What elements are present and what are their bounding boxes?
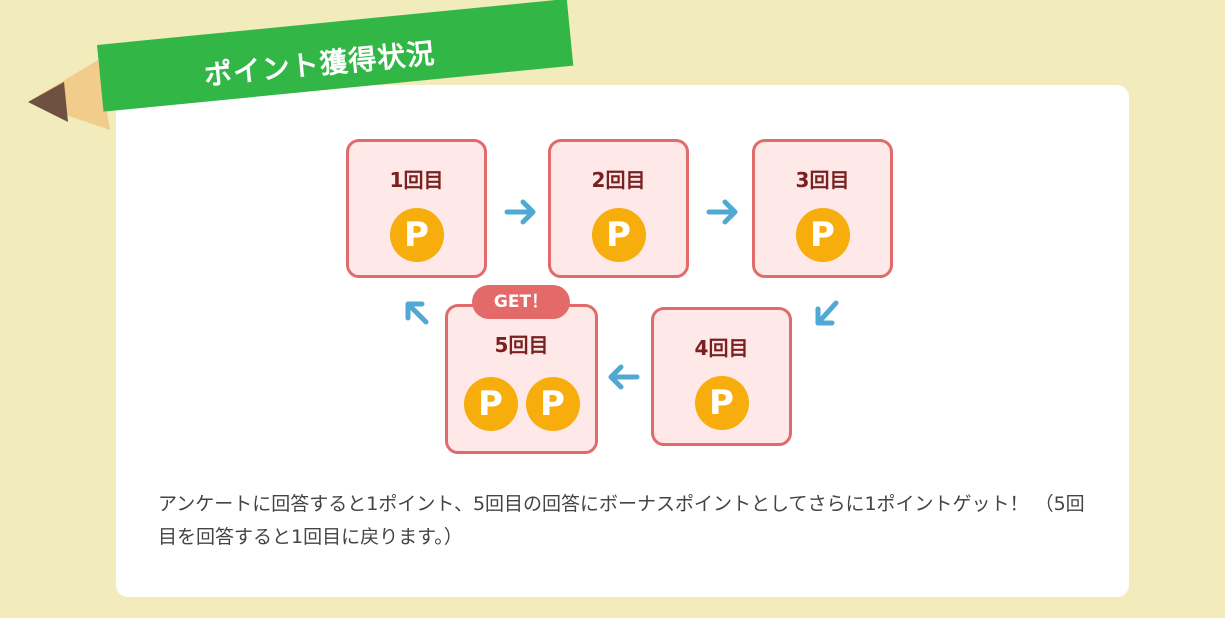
point-coin-icon: P xyxy=(694,376,749,430)
step-label: 2回目 xyxy=(591,168,646,192)
get-badge: GET！ xyxy=(472,285,570,319)
arrow-right-icon xyxy=(504,199,536,225)
point-coin-icon: P xyxy=(463,377,518,431)
point-coin-icon: P xyxy=(525,377,580,431)
arrow-left-icon xyxy=(608,364,640,390)
arrow-down-left-icon xyxy=(815,300,839,326)
pencil-icon xyxy=(28,60,110,130)
step-label: 1回目 xyxy=(389,168,444,192)
step-label: 3回目 xyxy=(795,168,850,192)
description-text: アンケートに回答すると1ポイント、5回目の回答にボーナスポイントとしてさらに1ポ… xyxy=(158,493,1085,548)
step-card-3: 3回目 P xyxy=(752,139,893,278)
point-coin-icon: P xyxy=(795,208,850,262)
step-card-4: 4回目 P xyxy=(651,307,792,446)
step-card-1: 1回目 P xyxy=(346,139,487,278)
step-label: 4回目 xyxy=(694,336,749,360)
arrow-right-icon xyxy=(706,199,738,225)
step-card-5: 5回目 P P xyxy=(445,304,598,454)
step-card-2: 2回目 P xyxy=(548,139,689,278)
step-label: 5回目 xyxy=(494,333,549,357)
point-coin-icon: P xyxy=(389,208,444,262)
arrow-up-left-icon xyxy=(405,301,429,325)
point-coin-icon: P xyxy=(591,208,646,262)
